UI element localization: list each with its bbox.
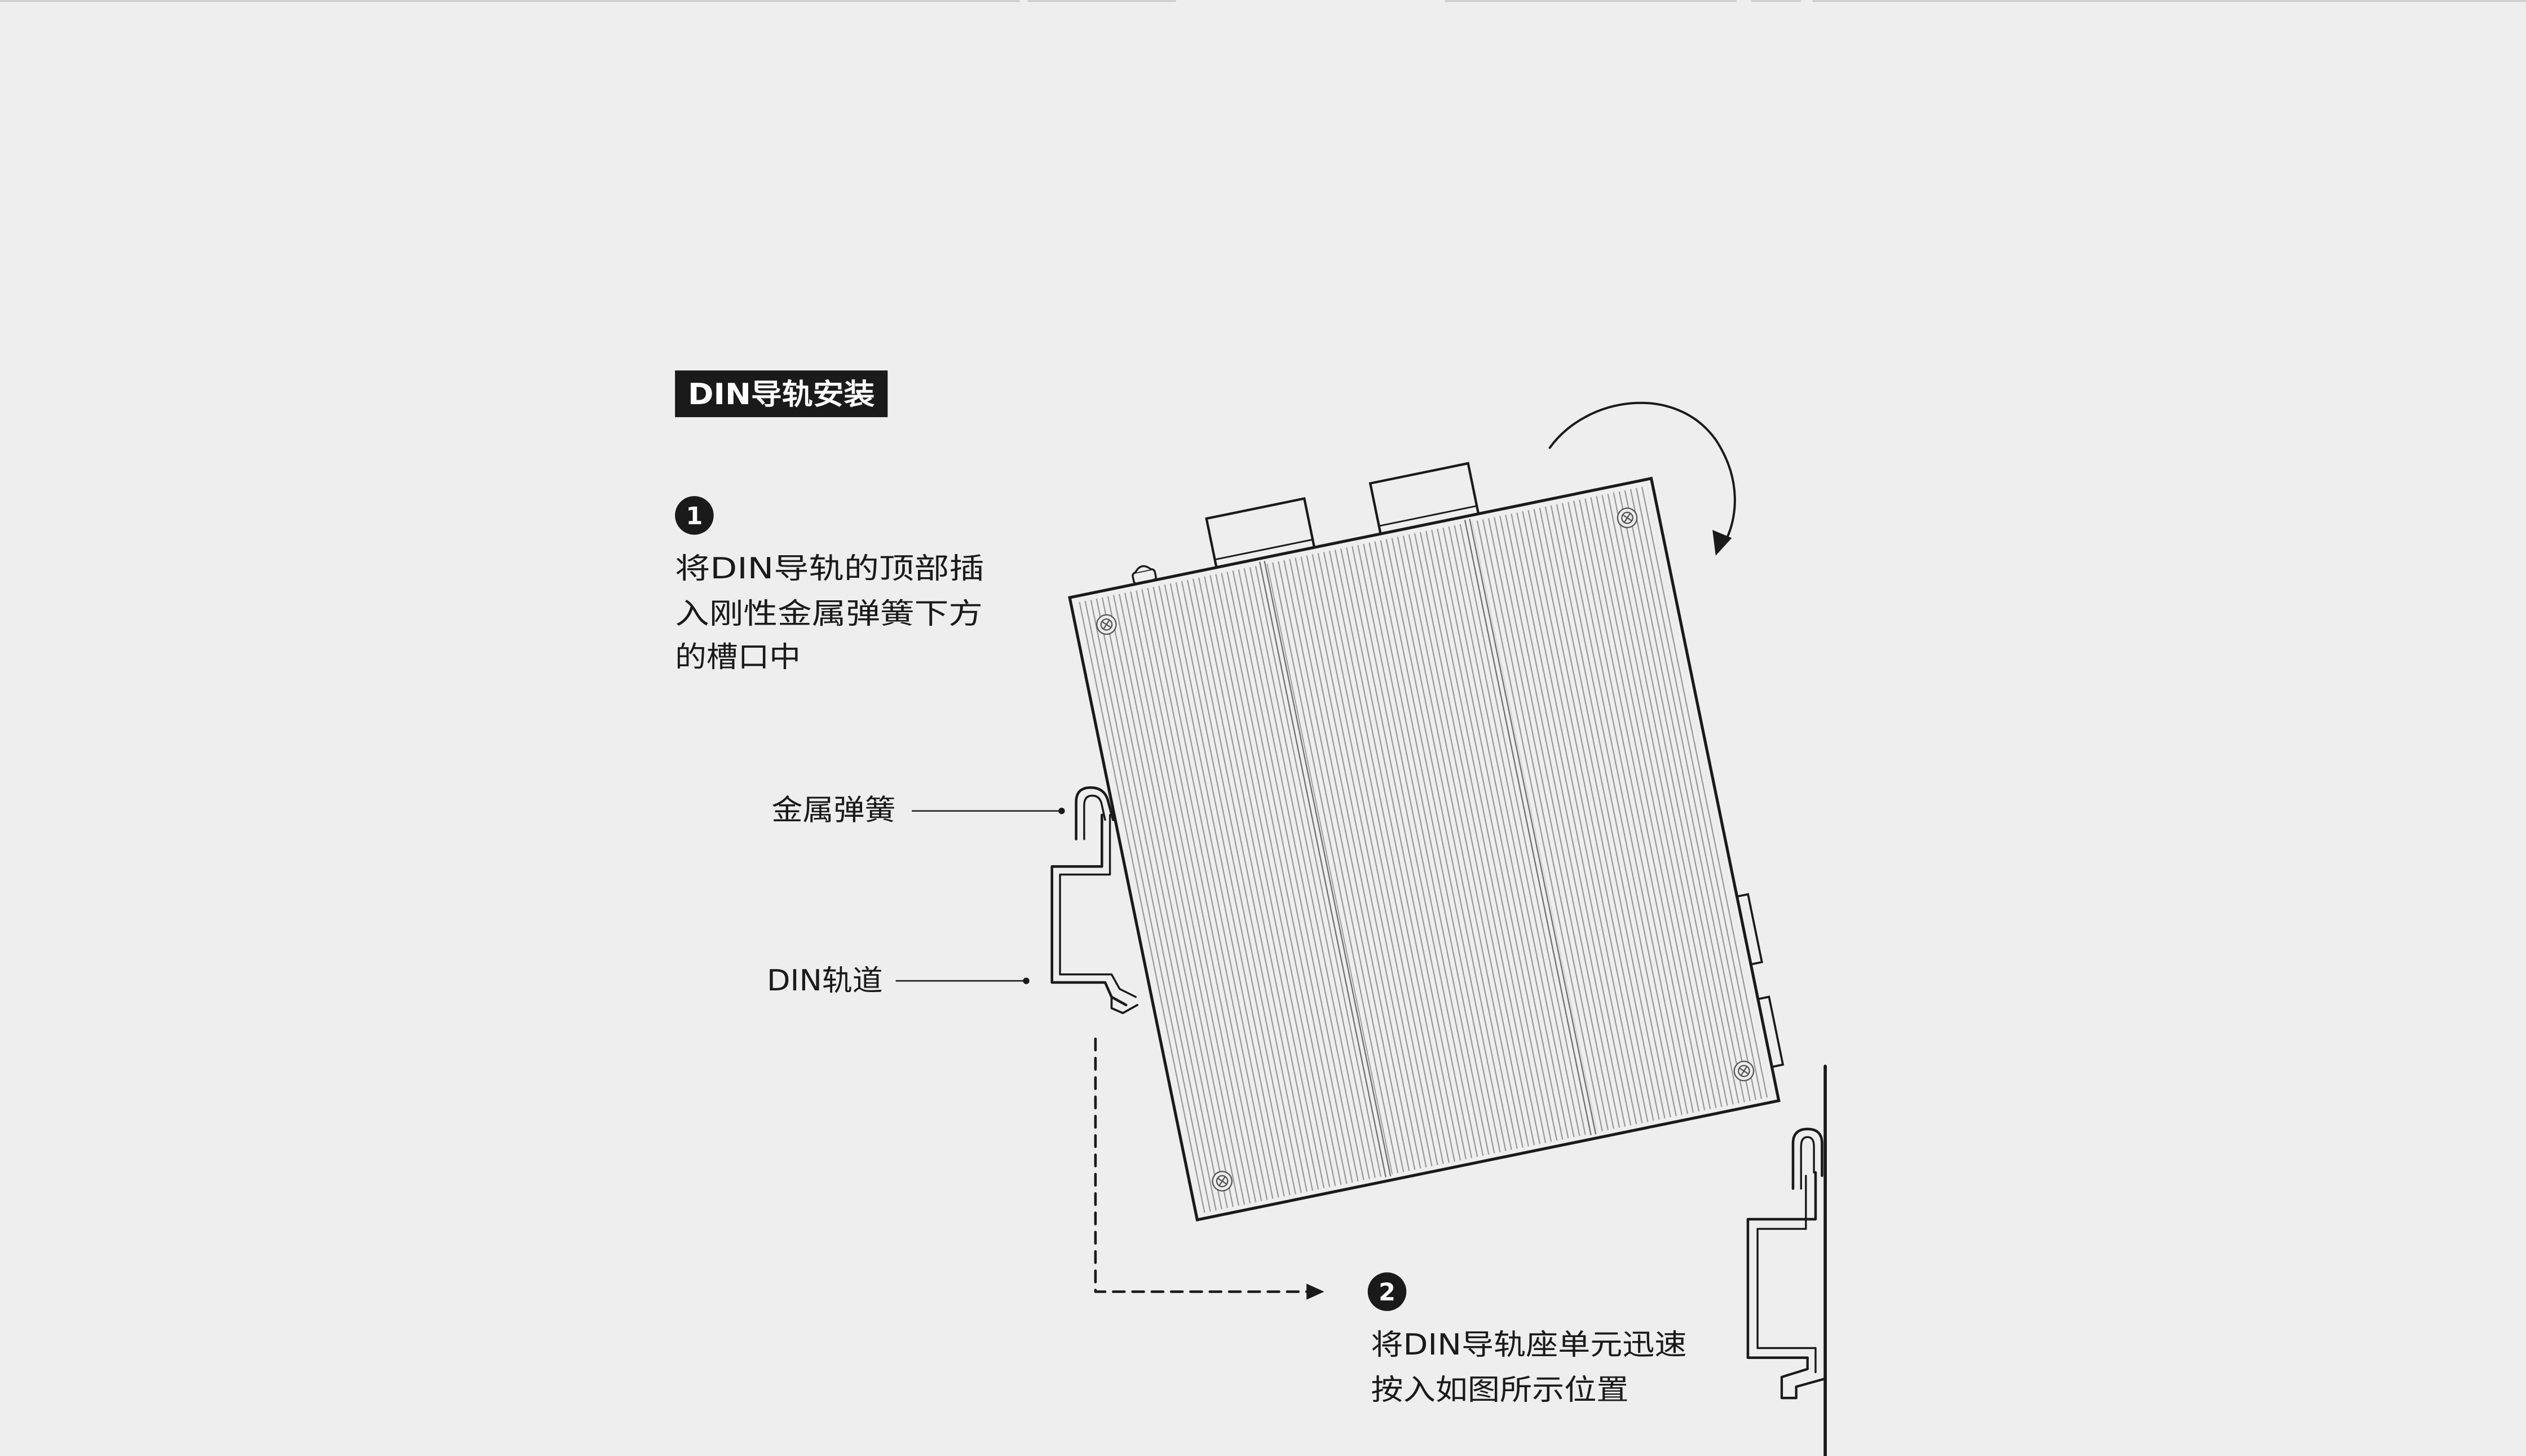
step-2-number: 2 xyxy=(1379,1278,1396,1307)
rail-label: DIN轨道 xyxy=(767,964,883,998)
title-badge: DIN导轨安装 xyxy=(675,370,888,418)
step-2-line-2: 按入如图所示位置 xyxy=(1371,1373,1628,1407)
top-connector-1 xyxy=(1205,497,1316,569)
spring-callout: 金属弹簧 xyxy=(772,793,1065,827)
step-1-number: 1 xyxy=(686,502,703,530)
step-2: 2 将DIN导轨座单元迅速 按入如图所示位置 xyxy=(1367,1272,1686,1407)
step-1: 1 将DIN导轨的顶部插 入刚性金属弹簧下方 的槽口中 xyxy=(675,496,984,674)
heatsink-fins-panel-2 xyxy=(1266,523,1589,1175)
left-din-rail-assembly xyxy=(1050,786,1138,1015)
page-title: DIN导轨安装 xyxy=(688,378,875,411)
right-din-rail-profile xyxy=(1746,1171,1817,1359)
heatsink-fins-panel-3 xyxy=(1472,485,1773,1132)
left-metal-spring xyxy=(1075,786,1115,840)
step-1-number-badge xyxy=(675,496,714,535)
right-rail-bottom-clip xyxy=(1780,1356,1827,1400)
right-metal-spring xyxy=(1791,1127,1823,1190)
right-din-rail-assembly xyxy=(1746,1064,1827,1456)
right-din-rail-profile-inner xyxy=(1756,1175,1817,1374)
dashed-motion-arrow-icon xyxy=(1094,1037,1324,1300)
device-unit xyxy=(1068,462,1785,1222)
device-outline xyxy=(1068,476,1781,1222)
screw-icon xyxy=(1096,507,1755,1192)
left-din-rail-profile-inner xyxy=(1059,814,1137,998)
heatsink-fins-panel-1 xyxy=(1075,565,1384,1214)
top-connector-2 xyxy=(1368,462,1480,536)
step-1-line-2: 入刚性金属弹簧下方 xyxy=(675,597,983,631)
spring-leader-dot xyxy=(1058,807,1065,815)
left-metal-spring-inner xyxy=(1083,794,1106,840)
left-rail-bottom-clip xyxy=(1110,995,1138,1015)
spring-label: 金属弹簧 xyxy=(772,793,896,827)
step-1-line-3: 的槽口中 xyxy=(675,640,801,674)
panel-dividers xyxy=(1259,519,1597,1178)
rail-callout: DIN轨道 xyxy=(767,964,1030,998)
rail-leader-dot xyxy=(1023,977,1030,984)
step-2-number-badge xyxy=(1367,1272,1407,1311)
title-badge-background xyxy=(675,370,888,418)
step-1-line-1: 将DIN导轨的顶部插 xyxy=(675,552,984,586)
clockwise-rotation-arrow-icon xyxy=(1548,401,1736,556)
step-2-line-1: 将DIN导轨座单元迅速 xyxy=(1371,1328,1686,1362)
right-metal-spring-inner xyxy=(1800,1136,1815,1190)
